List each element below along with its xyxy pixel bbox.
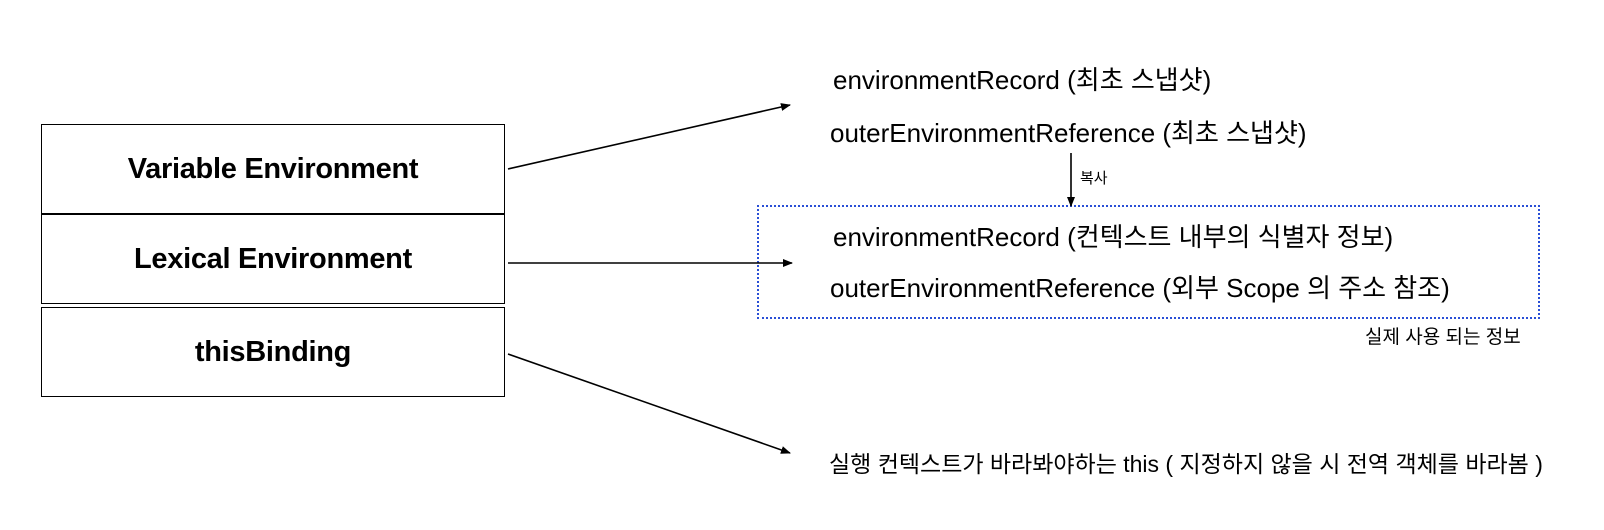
snapshot-environment-record-label: environmentRecord (최초 스냅샷) xyxy=(833,65,1212,95)
snapshot-outer-reference-label: outerEnvironmentReference (최초 스냅샷) xyxy=(830,118,1307,148)
copy-label: 복사 xyxy=(1080,170,1108,187)
this-binding-arrow xyxy=(507,353,791,454)
variable-environment-label: Variable Environment xyxy=(127,152,419,185)
actual-info-caption: 실제 사용 되는 정보 xyxy=(1365,327,1521,348)
this-binding-box: thisBinding xyxy=(41,307,505,397)
lexical-environment-label: Lexical Environment xyxy=(134,242,412,275)
actual-outer-reference-label: outerEnvironmentReference (외부 Scope 의 주소… xyxy=(830,273,1450,303)
this-binding-label: thisBinding xyxy=(194,335,352,368)
variable-environment-arrow xyxy=(507,103,791,170)
variable-environment-box: Variable Environment xyxy=(41,124,505,214)
actual-info-dotted-box xyxy=(757,205,1540,319)
actual-environment-record-label: environmentRecord (컨텍스트 내부의 식별자 정보) xyxy=(833,222,1394,252)
lexical-environment-box: Lexical Environment xyxy=(41,214,505,304)
this-description-label: 실행 컨텍스트가 바라봐야하는 this ( 지정하지 않을 시 전역 객체를 … xyxy=(829,451,1543,477)
